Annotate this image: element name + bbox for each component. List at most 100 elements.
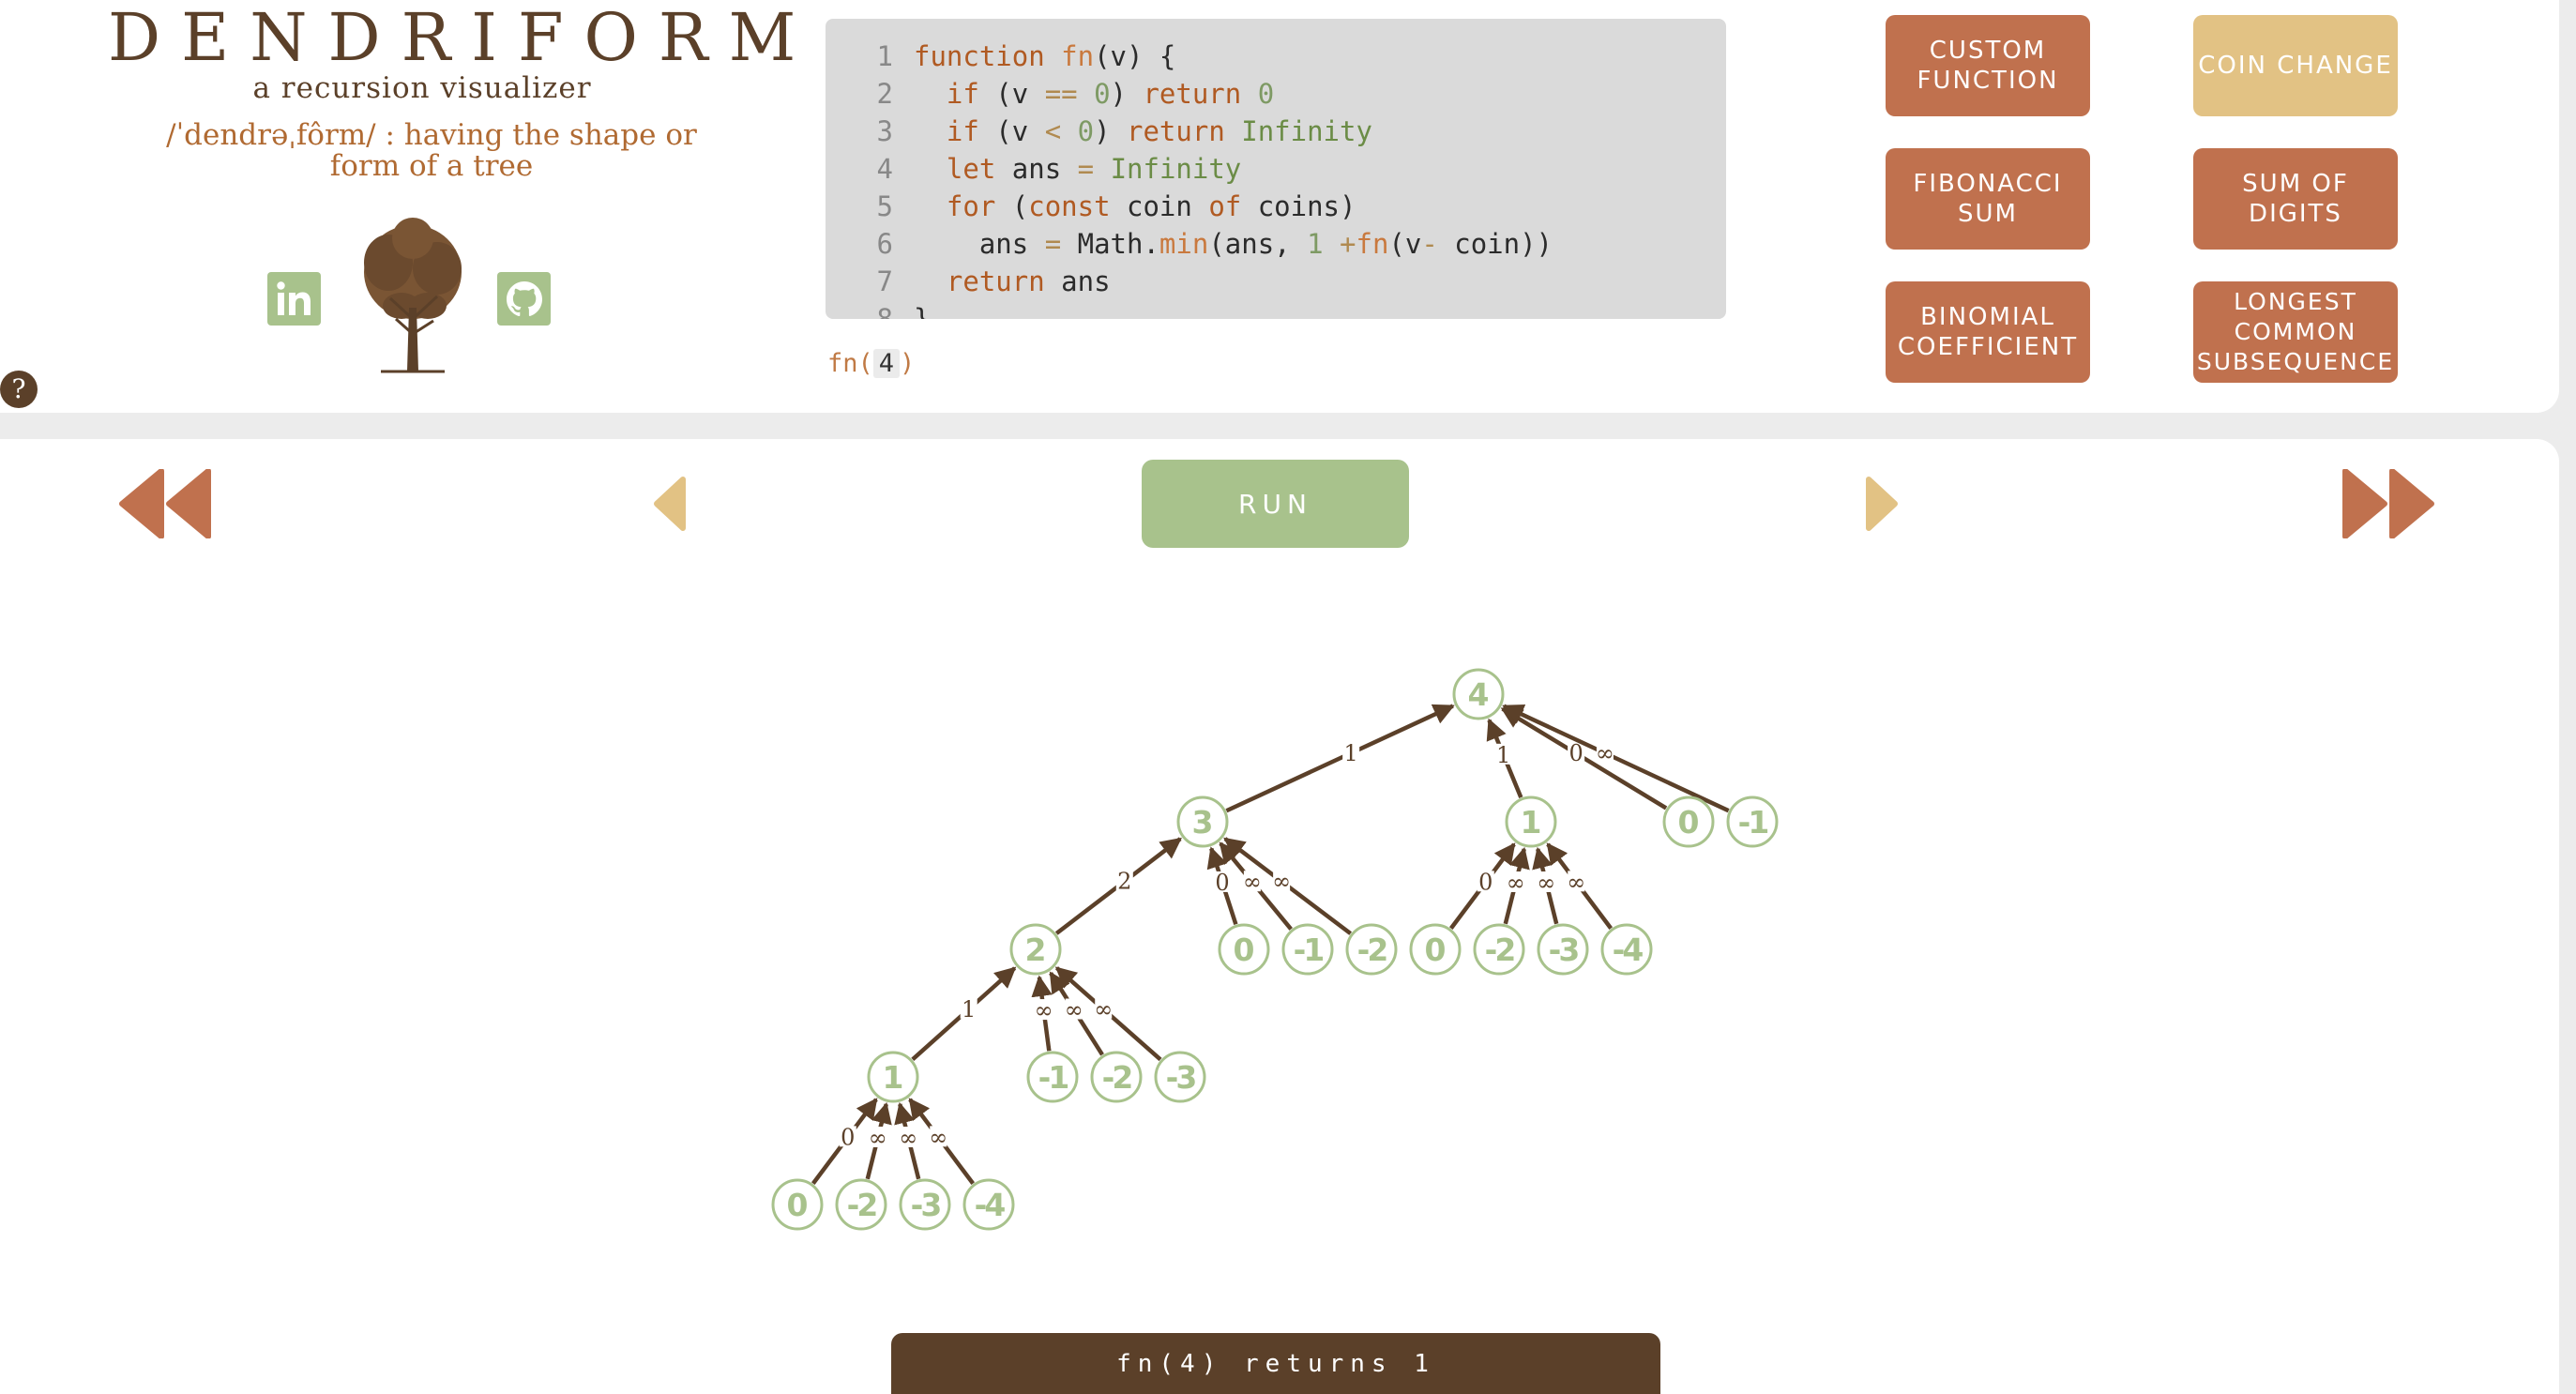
linkedin-link[interactable] xyxy=(267,272,321,326)
tree-node: -2 xyxy=(835,1178,887,1231)
edge-label: ∞ xyxy=(1537,870,1555,896)
node-circle xyxy=(1154,1051,1206,1103)
node-circle xyxy=(1537,923,1589,976)
node-label: -2 xyxy=(1357,932,1387,968)
edge-label-bg xyxy=(1538,871,1555,892)
step-back-icon[interactable] xyxy=(651,476,689,532)
node-circle xyxy=(1662,795,1715,848)
argument-input[interactable]: 4 xyxy=(872,349,901,378)
node-label: 1 xyxy=(883,1059,904,1096)
edge-label-bg xyxy=(839,1126,856,1147)
tree-node: 0 xyxy=(1662,795,1715,848)
node-label: 2 xyxy=(1025,932,1047,968)
tree-node: 0 xyxy=(1409,923,1462,976)
tree-node: -3 xyxy=(1154,1051,1206,1103)
preset-custom-function[interactable]: CUSTOM FUNCTION xyxy=(1886,15,2090,116)
function-call-input: fn(4) xyxy=(827,349,915,378)
edge-label: 2 xyxy=(1117,869,1131,895)
app-title: DENDRIFORM xyxy=(108,0,817,76)
node-circle xyxy=(835,1178,887,1231)
edge-label-bg xyxy=(1065,998,1083,1020)
tree-node: -4 xyxy=(962,1178,1015,1231)
tree-node: 4 xyxy=(1452,668,1505,720)
node-label: -1 xyxy=(1294,932,1324,968)
node-circle xyxy=(1176,795,1229,848)
node-label: -3 xyxy=(911,1187,941,1223)
node-label: -3 xyxy=(1549,932,1579,968)
node-circle xyxy=(1473,923,1525,976)
preset-binomial-coefficient[interactable]: BINOMIAL COEFFICIENT xyxy=(1886,281,2090,383)
app-definition: /ˈdendrəˌfôrm/ : having the shape or for… xyxy=(166,118,697,183)
preset-longest-common-subsequence[interactable]: LONGEST COMMON SUBSEQUENCE xyxy=(2193,281,2398,383)
edge-label: ∞ xyxy=(1094,996,1113,1023)
node-circle xyxy=(1505,795,1557,848)
preset-sum-of-digits[interactable]: SUM OF DIGITS xyxy=(2193,148,2398,250)
node-circle xyxy=(1281,923,1334,976)
edge-label: ∞ xyxy=(1507,870,1525,896)
preset-coin-change[interactable]: COIN CHANGE xyxy=(2193,15,2398,116)
edge-label-bg xyxy=(1243,871,1261,892)
node-circle xyxy=(1409,923,1462,976)
result-bar: fn(4) returns 1 xyxy=(891,1333,1660,1394)
tree-node: -3 xyxy=(899,1178,951,1231)
help-button[interactable]: ? xyxy=(0,371,38,408)
edge-label-bg xyxy=(1494,743,1512,765)
tree-node: 0 xyxy=(771,1178,824,1231)
line-number: 4 xyxy=(876,153,893,185)
edge-label-bg xyxy=(1507,871,1524,892)
edge-label-bg xyxy=(1115,870,1133,891)
edge-label: ∞ xyxy=(1596,740,1614,766)
node-circle xyxy=(1600,923,1653,976)
edge-label: 1 xyxy=(962,996,976,1023)
edge-label: ∞ xyxy=(1065,996,1083,1023)
edge-label-bg xyxy=(1477,871,1494,892)
tree-node: 2 xyxy=(1009,923,1062,976)
node-label: 0 xyxy=(1234,932,1255,968)
node-label: -2 xyxy=(1102,1059,1132,1096)
node-circle xyxy=(1026,1051,1079,1103)
edge-label: 0 xyxy=(1478,869,1493,895)
edge-label-bg xyxy=(869,1126,886,1147)
edge-label: 1 xyxy=(1496,742,1510,768)
tree-node: 1 xyxy=(1505,795,1557,848)
node-circle xyxy=(899,1178,951,1231)
edge-label: ∞ xyxy=(1567,869,1585,895)
call-suffix: ) xyxy=(900,349,916,378)
line-number: 2 xyxy=(876,78,893,110)
edge-label-bg xyxy=(1035,999,1053,1021)
edge-label: 0 xyxy=(841,1124,855,1150)
linkedin-icon xyxy=(276,280,311,315)
fast-forward-icon[interactable] xyxy=(2340,469,2435,538)
edge-label: 1 xyxy=(1344,740,1358,766)
node-label: -2 xyxy=(1485,932,1515,968)
github-link[interactable] xyxy=(497,272,551,326)
edge-label-bg xyxy=(1568,871,1585,892)
tree-node: -1 xyxy=(1026,1051,1079,1103)
run-button[interactable]: RUN xyxy=(1142,460,1409,548)
node-label: -4 xyxy=(975,1187,1006,1223)
edge-label: ∞ xyxy=(899,1125,917,1151)
line-number: 1 xyxy=(876,40,893,72)
node-label: 0 xyxy=(1678,804,1700,841)
rewind-icon[interactable] xyxy=(118,469,214,538)
node-label: 1 xyxy=(1521,804,1542,841)
preset-fibonacci-sum[interactable]: FIBONACCI SUM xyxy=(1886,148,2090,250)
node-circle xyxy=(1726,795,1779,848)
step-forward-icon[interactable] xyxy=(1863,476,1901,532)
edge-label-bg xyxy=(900,1126,917,1147)
line-number: 8 xyxy=(876,303,893,319)
node-label: -1 xyxy=(1038,1059,1068,1096)
tree-edge xyxy=(1502,704,1730,813)
app-subtitle: a recursion visualizer xyxy=(252,71,592,105)
tree-node: -4 xyxy=(1600,923,1653,976)
node-circle xyxy=(1345,923,1398,976)
node-label: 0 xyxy=(1425,932,1447,968)
node-circle xyxy=(771,1178,824,1231)
edge-label: ∞ xyxy=(869,1125,887,1151)
tree-node: -3 xyxy=(1537,923,1589,976)
edge-label-bg xyxy=(1214,871,1232,892)
edge-label: 0 xyxy=(1215,870,1229,896)
edge-label-bg xyxy=(1095,997,1113,1019)
